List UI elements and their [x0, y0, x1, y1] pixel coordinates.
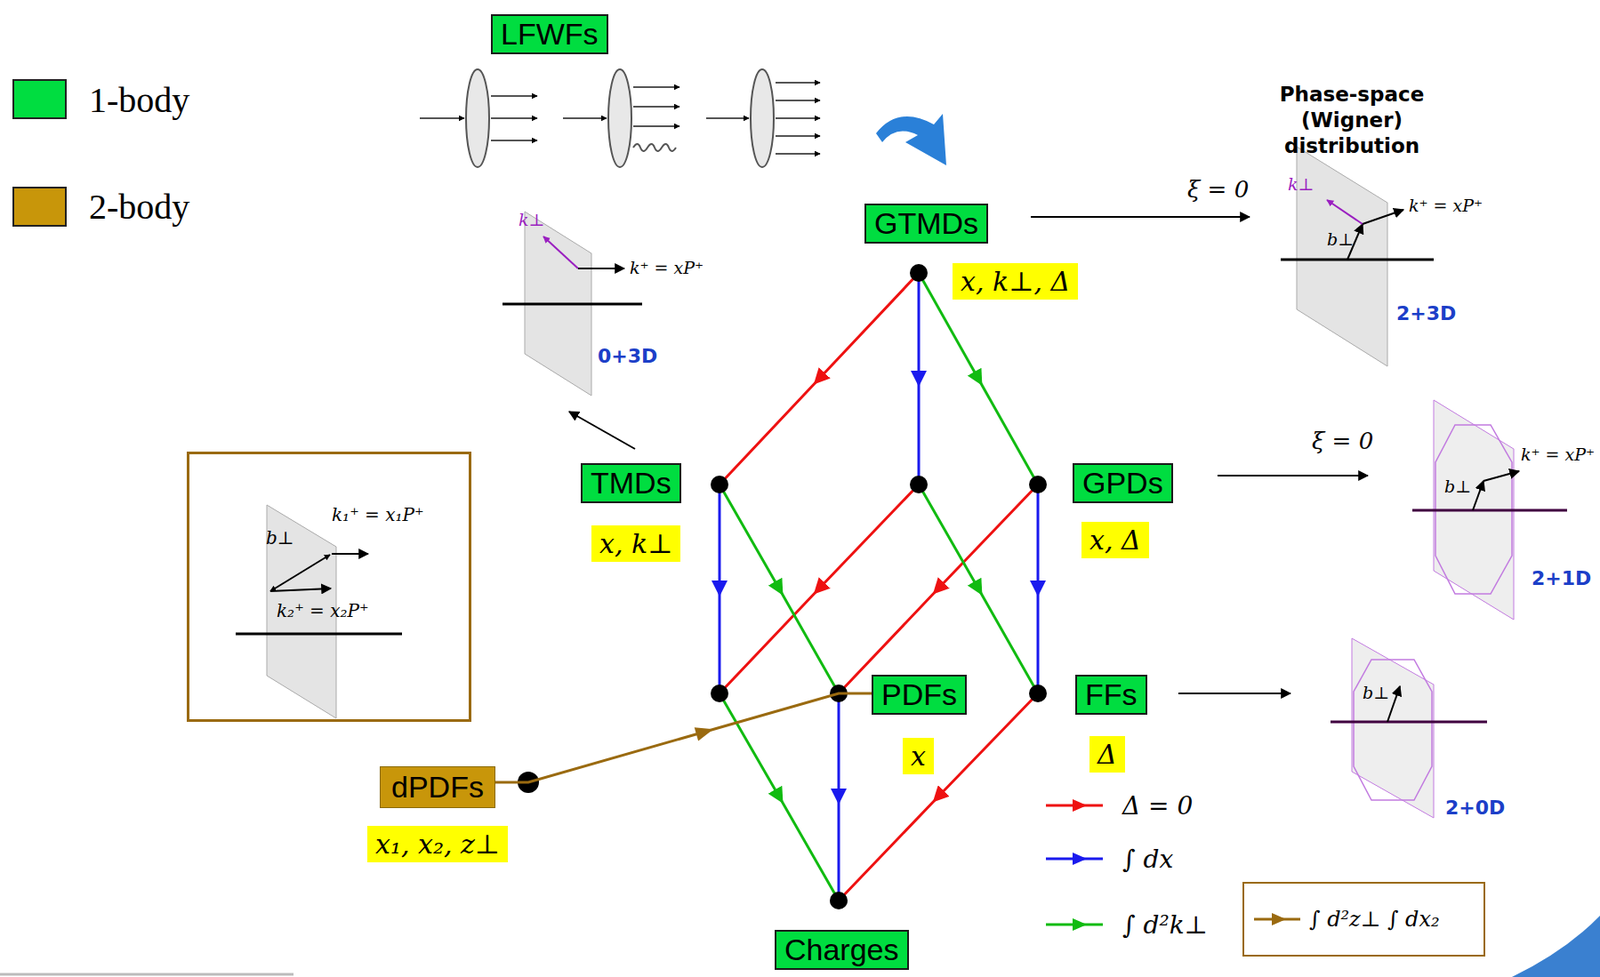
label-box: LFWFs — [490, 14, 609, 55]
legend-swatch — [12, 79, 67, 120]
vector-label: k⊥ — [1287, 174, 1314, 194]
vector-label: b⊥ — [1444, 476, 1472, 497]
picture-label: k₁⁺ = x₁P⁺ — [331, 504, 424, 526]
leader-arrow — [1030, 216, 1250, 218]
label-box: GPDs — [1072, 463, 1174, 504]
variable-label: x₁, x₂, z⊥ — [367, 826, 508, 863]
box-text: Charges — [784, 932, 900, 968]
picture-frame: k₁⁺ = x₁P⁺ b⊥ k₂⁺ = x₂P⁺ — [186, 451, 472, 723]
footer-line — [0, 973, 294, 977]
connector-line — [495, 693, 872, 783]
dimension-label: 0+3D — [597, 345, 658, 368]
legend-text: Δ = 0 — [1122, 791, 1193, 821]
variable-label: x — [902, 738, 934, 775]
momentum-label: k⁺ = xP⁺ — [629, 257, 704, 278]
vector-label: b⊥ — [1326, 229, 1354, 250]
label-box: GTMDs — [864, 203, 989, 244]
picture-label: k₂⁺ = x₂P⁺ — [276, 600, 369, 622]
variable-label: x, k⊥ — [591, 525, 681, 563]
variable-label: x, Δ — [1081, 522, 1150, 559]
lattice — [719, 273, 1038, 901]
leader-arrow — [1217, 474, 1368, 477]
lfwf-icons — [419, 69, 821, 168]
box-text: TMDs — [590, 466, 672, 501]
box-text: GTMDs — [874, 206, 979, 242]
arrow-head — [694, 727, 714, 741]
momentum-label: k⁺ = xP⁺ — [1408, 195, 1483, 216]
box-text: LFWFs — [500, 16, 599, 52]
dimension-label: 2+3D — [1396, 302, 1456, 325]
dimension-label: 2+1D — [1531, 567, 1592, 590]
momentum-label: k⁺ = xP⁺ — [1520, 444, 1595, 465]
legend-lines — [1045, 799, 1485, 957]
legend-text: ∫ d²z⊥ ∫ dx₂ — [1309, 907, 1440, 933]
tmd-picture — [502, 211, 643, 396]
variable-label: Δ — [1089, 736, 1126, 773]
variable-label: x, k⊥, Δ — [952, 263, 1078, 300]
ff-picture — [1330, 638, 1488, 819]
lattice-dots — [517, 264, 1047, 910]
label-box: PDFs — [871, 675, 967, 716]
legend-text: 2-body — [88, 185, 190, 228]
legend-text: ∫ dx — [1122, 844, 1174, 875]
dimension-label: 2+0D — [1445, 796, 1505, 820]
box-text: PDFs — [881, 677, 957, 713]
wigner-picture — [1280, 146, 1434, 367]
box-text: dPDFs — [391, 770, 484, 805]
vector-label: b⊥ — [1362, 683, 1390, 703]
condition-label: ξ = 0 — [1187, 176, 1249, 203]
legend-swatch — [12, 186, 67, 227]
legend-text: ∫ d²k⊥ — [1122, 910, 1208, 941]
legend-text: 1-body — [88, 79, 190, 121]
condition-label: ξ = 0 — [1311, 427, 1374, 455]
label-box: dPDFs — [379, 766, 496, 809]
curved-arrow-icon — [876, 113, 947, 166]
box-text: FFs — [1085, 677, 1138, 713]
label-box: TMDs — [580, 463, 682, 504]
label-box: Charges — [774, 930, 909, 971]
leader-arrow — [1178, 692, 1291, 695]
connector — [495, 693, 872, 783]
corner-swoosh — [1511, 916, 1600, 977]
picture-label: b⊥ — [265, 527, 295, 549]
label-box: FFs — [1075, 675, 1148, 716]
box-text: GPDs — [1082, 466, 1164, 501]
dpdf-picture — [235, 505, 403, 719]
leader-arrow — [569, 411, 636, 450]
vector-label: k⊥ — [518, 209, 545, 230]
caption-heading: Phase-space (Wigner) distribution — [1240, 81, 1464, 159]
